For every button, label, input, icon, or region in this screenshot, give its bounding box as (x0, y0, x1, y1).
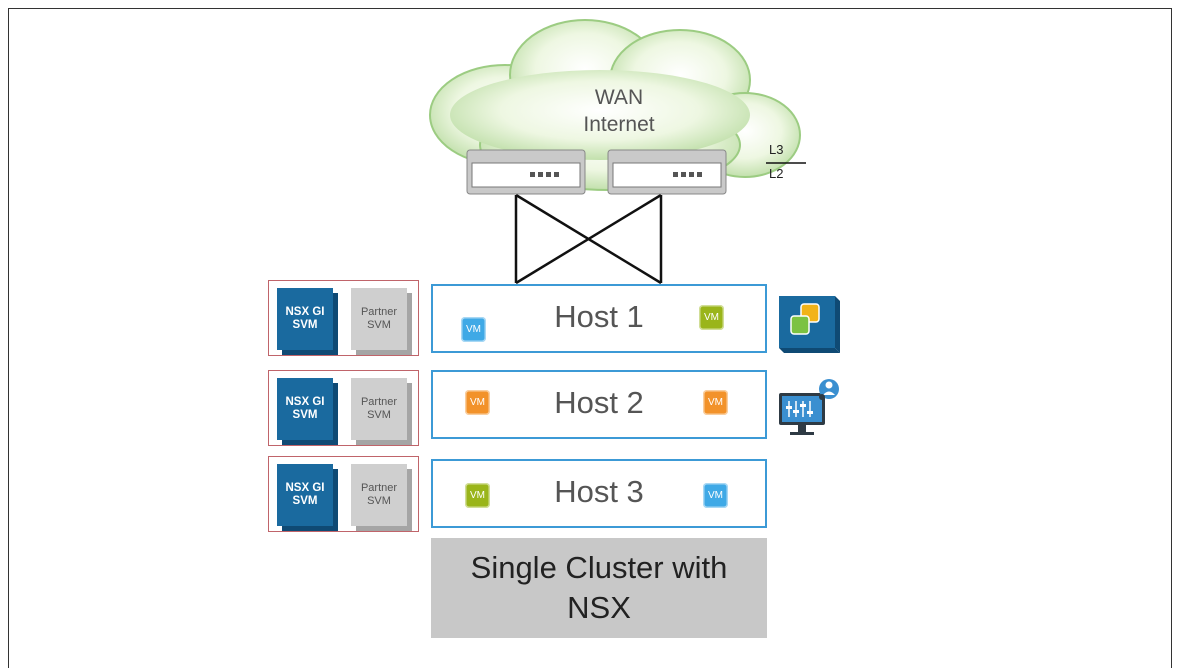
cluster-label-line1: Single Cluster with (470, 550, 728, 585)
svm-group-host-3: NSX GI SVM Partner SVM (268, 456, 419, 532)
router-left (466, 149, 586, 195)
cluster-label-line2: NSX (567, 590, 631, 625)
cloud-label-wan: WAN (594, 86, 644, 109)
host-label: Host 1 (554, 299, 644, 334)
vm-icon: VM (461, 317, 486, 342)
vm-icon: VM (699, 305, 724, 330)
partner-svm: Partner SVM (351, 378, 407, 440)
router-right (607, 149, 727, 195)
host-label: Host 3 (554, 474, 644, 509)
topology-graphics (429, 19, 840, 435)
cluster-label-box: Single Cluster with NSX (431, 538, 767, 638)
nsx-gi-svm: NSX GI SVM (277, 464, 333, 526)
vcenter-icon (779, 296, 840, 353)
svm-group-host-1: NSX GI SVM Partner SVM (268, 280, 419, 356)
svm-group-host-2: NSX GI SVM Partner SVM (268, 370, 419, 446)
host-2: Host 2 VM VM (431, 370, 767, 439)
cloud-label-internet: Internet (583, 113, 655, 136)
vm-icon: VM (465, 483, 490, 508)
nsx-gi-svm: NSX GI SVM (277, 378, 333, 440)
partner-svm: Partner SVM (351, 464, 407, 526)
partner-svm: Partner SVM (351, 288, 407, 350)
layer-label-l2: L2 (769, 166, 784, 181)
vm-icon: VM (465, 390, 490, 415)
layer-label-l3: L3 (769, 142, 784, 157)
host-label: Host 2 (554, 385, 644, 420)
uplink-cross (514, 193, 663, 285)
host-1: Host 1 VM VM (431, 284, 767, 353)
vm-icon: VM (703, 390, 728, 415)
diagram-frame (8, 8, 1172, 668)
nsx-gi-svm: NSX GI SVM (277, 288, 333, 350)
admin-console-icon (779, 379, 839, 435)
vm-icon: VM (703, 483, 728, 508)
host-3: Host 3 VM VM (431, 459, 767, 528)
